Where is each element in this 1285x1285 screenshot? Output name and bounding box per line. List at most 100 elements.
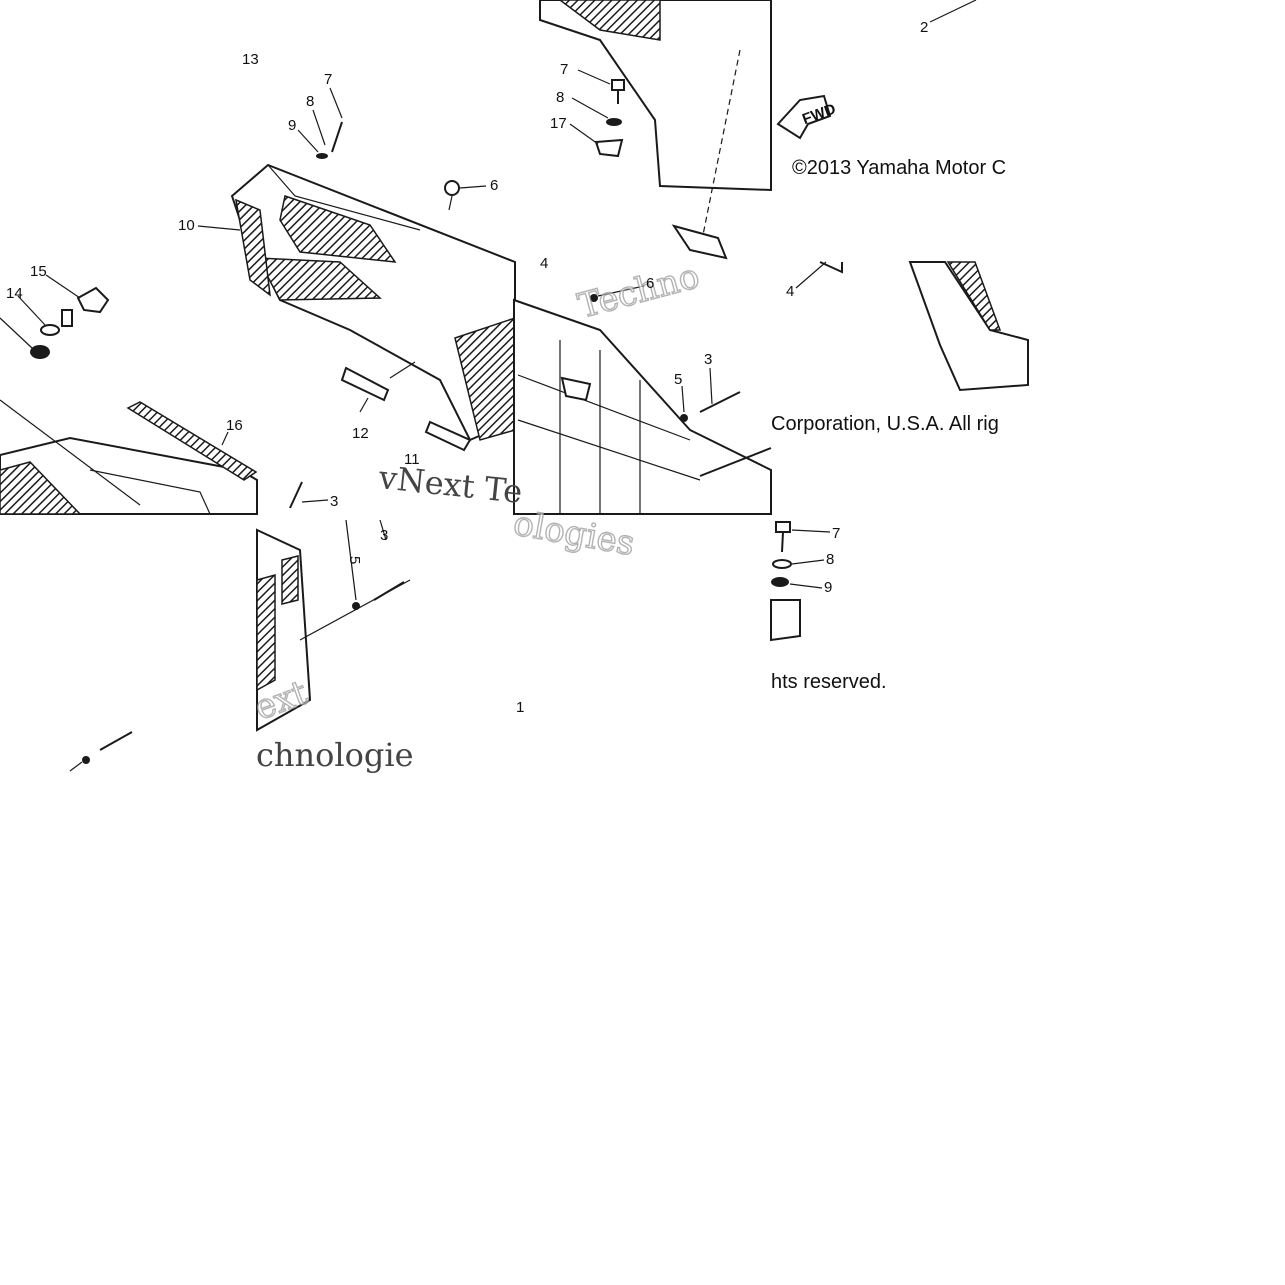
callout-9b: 9 (824, 579, 832, 596)
callout-12: 12 (352, 425, 369, 442)
plate-4b (819, 261, 843, 274)
leader-8a (312, 109, 326, 146)
callout-17: 17 (550, 115, 567, 132)
callout-6a: 6 (490, 177, 498, 194)
callout-5b: 5 (674, 371, 682, 388)
leader-7c (791, 529, 831, 533)
bolt-7b-head (611, 79, 625, 91)
leader-17 (569, 123, 599, 145)
leader-8b (571, 97, 609, 119)
grommet (40, 324, 60, 336)
callout-7a: 7 (324, 71, 332, 88)
hood-front-grille (235, 198, 271, 297)
nut-5a (352, 602, 360, 610)
leader-7b (577, 69, 611, 85)
callout-3b: 3 (380, 527, 388, 544)
rear-panel-body (513, 298, 772, 515)
grommet-dark (30, 345, 50, 359)
leader-16 (221, 431, 229, 446)
leader-lower-left (69, 761, 83, 772)
pin-lower-left (99, 731, 133, 751)
callout-7c: 7 (832, 525, 840, 542)
leader-12 (359, 397, 369, 413)
side-fender-grille (946, 261, 1002, 331)
side-panel-grille (0, 461, 82, 515)
bracket-dashed (699, 49, 741, 251)
hood-vent-mid (256, 257, 382, 301)
panel-seam-2 (517, 419, 701, 481)
pin-3c (699, 391, 741, 413)
nut-5b (680, 414, 688, 422)
hood-edge (267, 164, 421, 231)
leader-2 (929, 0, 977, 23)
latch-plate (340, 366, 390, 402)
knob-6b (590, 294, 598, 302)
panel-bar (699, 447, 772, 477)
callout-8c: 8 (826, 551, 834, 568)
callout-4a: 4 (540, 255, 548, 272)
bolt-set-plate (770, 599, 801, 642)
leader-9b (789, 583, 823, 589)
bracket-grille (558, 0, 661, 41)
watermark-5: chnologie (256, 736, 414, 774)
leader-5a (345, 519, 357, 601)
leader-3b (379, 519, 387, 541)
tile-fwd-copyright: FWD ©2013 Yamaha Motor C 2 (776, 0, 1006, 179)
fwd-arrow (776, 94, 832, 140)
knob-stem (61, 309, 73, 327)
washer-8b (606, 118, 622, 126)
knob-6-stem (448, 195, 453, 211)
tile-lower-side: ext chnologie 3 5 3 1 (249, 481, 524, 774)
callout-1: 1 (516, 699, 524, 716)
leader-6a (459, 185, 487, 189)
callout-4b: 4 (786, 283, 794, 300)
side-fender (908, 261, 1029, 392)
clip-part (424, 420, 472, 452)
emblem-strip (126, 401, 258, 481)
leader-15 (45, 274, 81, 299)
leader-5b (681, 385, 685, 413)
leader-14 (17, 295, 47, 327)
tile-rear-bracket: 7 8 17 (539, 0, 772, 260)
side-panel-shape (0, 436, 258, 515)
panel-seam-1 (517, 374, 691, 441)
leader-9a (297, 129, 319, 153)
copyright-line-2: Corporation, U.S.A. All rig (771, 413, 999, 435)
leader-10 (197, 225, 241, 231)
misc-callouts: 4 11 (404, 255, 548, 468)
callout-2: 2 (920, 19, 928, 36)
bolt-shaft (331, 121, 343, 153)
lower-side-vent (281, 555, 299, 605)
callout-8b: 8 (556, 89, 564, 106)
leader-grommet (0, 317, 33, 349)
callout-6b: 6 (646, 275, 654, 292)
clamp-17 (594, 138, 624, 158)
callout-15: 15 (30, 263, 47, 280)
tile-lower-left (69, 731, 133, 772)
tile-left-side-panel: 15 14 16 (0, 263, 258, 515)
leader-4b (795, 261, 827, 289)
leader-6b (597, 285, 645, 297)
callout-14: 14 (6, 285, 23, 302)
callout-3c: 3 (704, 351, 712, 368)
tile-bolt-set: 7 8 9 hts reserved. (770, 521, 887, 693)
leader-8c (791, 559, 825, 565)
pin-3a (289, 481, 303, 509)
callout-7b: 7 (560, 61, 568, 78)
copyright-line-3: hts reserved. (771, 671, 887, 693)
knob-6 (444, 180, 460, 196)
panel-latch (560, 376, 592, 402)
tile-rear-panel: Techno 6 5 3 (513, 255, 772, 515)
plate-4 (671, 224, 728, 260)
leader-3c (709, 367, 713, 405)
tile-side-fender: Corporation, U.S.A. All rig 4 (771, 261, 1029, 435)
callout-11: 11 (404, 451, 420, 468)
leader-7a (329, 87, 343, 119)
callout-10: 10 (178, 217, 195, 234)
callout-16: 16 (226, 417, 243, 434)
bracket-body (539, 0, 772, 192)
leader-3a (301, 499, 329, 503)
leader-line-long (0, 399, 141, 506)
nut-9b (771, 577, 789, 587)
